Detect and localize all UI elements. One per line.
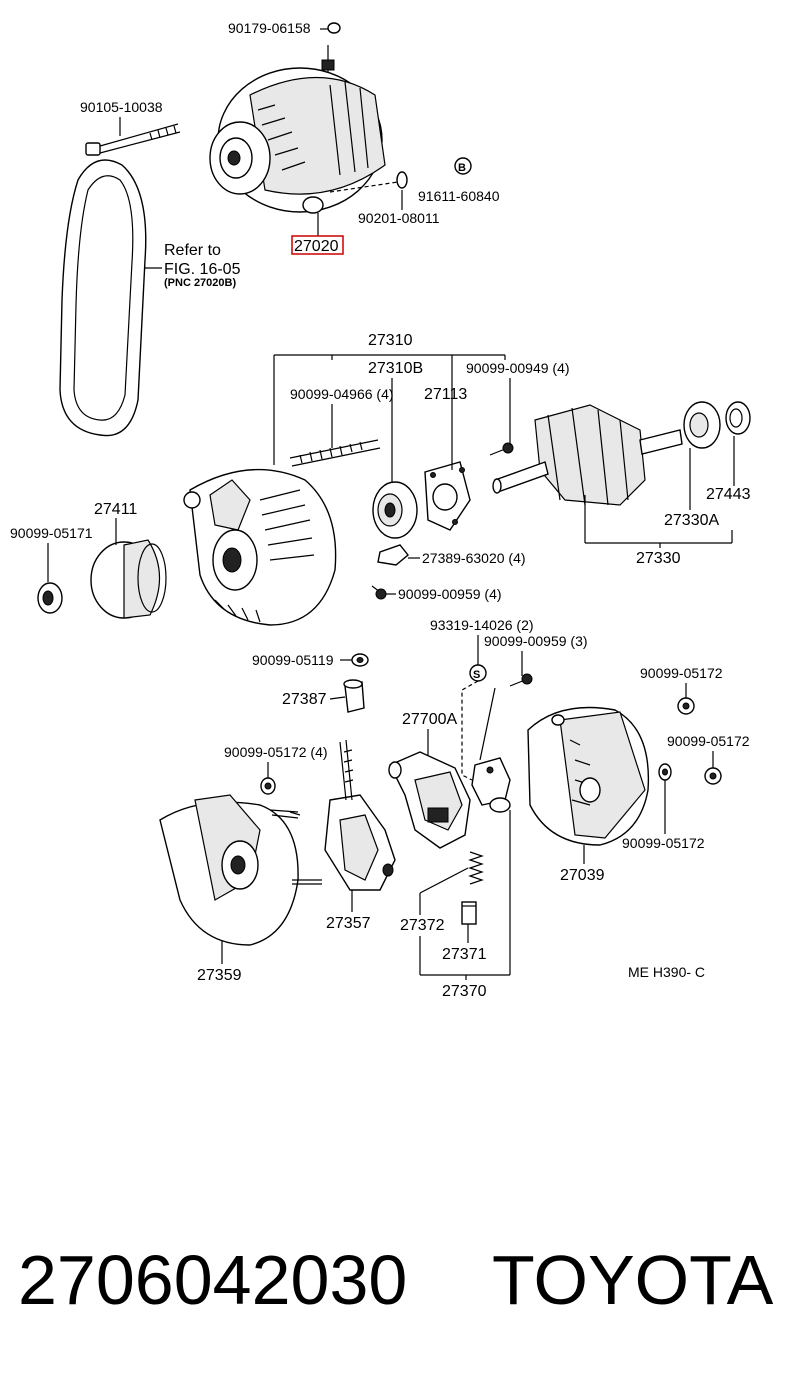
label-27039[interactable]: 27039 (560, 867, 605, 884)
washer-90201-drawing (329, 171, 408, 193)
label-90105-10038: 90105-10038 (80, 99, 163, 115)
label-27371[interactable]: 27371 (442, 946, 487, 963)
footer: 2706042030 TOYOTA (0, 1235, 792, 1325)
label-90099-05172c[interactable]: 90099-05172 (4) (224, 744, 328, 760)
bushing-27387-drawing (343, 679, 365, 713)
part-number: 2706042030 (18, 1241, 408, 1319)
marker-s-label: S (473, 669, 480, 681)
alternator-assembly-drawing (209, 67, 386, 214)
retainer-27113-drawing (424, 461, 471, 531)
rotor-27330-drawing (492, 404, 683, 506)
label-27020[interactable]: 27020 (294, 238, 339, 255)
label-90099-05171[interactable]: 90099-05171 (10, 525, 93, 541)
label-27359[interactable]: 27359 (197, 967, 242, 984)
refer-to-label: Refer to (164, 242, 221, 259)
regulator-27700a-drawing (388, 751, 471, 849)
label-90099-05172b[interactable]: 90099-05172 (667, 733, 750, 749)
rectifier-27357-drawing (324, 739, 396, 891)
label-90179-06158: 90179-06158 (228, 20, 311, 36)
highlight-box-27020 (291, 235, 344, 255)
insulator-27389-drawing (377, 544, 409, 566)
nut-90179-drawing (321, 22, 341, 72)
bearing-27330a-drawing (683, 401, 721, 449)
nut-90099-05172-drawing-d (658, 763, 672, 781)
marker-b-label: B (458, 162, 466, 174)
nut-90099-05172-drawing-b (704, 767, 722, 785)
label-90099-05119[interactable]: 90099-05119 (252, 652, 334, 668)
label-91611-60840: 91611-60840 (418, 188, 500, 204)
label-27113[interactable]: 27113 (424, 386, 467, 403)
rectifier-end-frame-27359-drawing (159, 794, 322, 946)
label-90099-04966[interactable]: 90099-04966 (4) (290, 386, 394, 402)
label-27310b[interactable]: 27310B (368, 360, 423, 377)
label-27357[interactable]: 27357 (326, 915, 371, 932)
label-90099-00949[interactable]: 90099-00949 (4) (466, 360, 570, 376)
rectifier-end-cover-27039-drawing (527, 706, 650, 846)
label-27700a[interactable]: 27700A (402, 711, 457, 728)
label-90099-05172d[interactable]: 90099-05172 (622, 835, 705, 851)
label-90099-00959a[interactable]: 90099-00959 (4) (398, 586, 502, 602)
label-27310[interactable]: 27310 (368, 332, 413, 349)
label-27411[interactable]: 27411 (94, 501, 137, 518)
label-27330a[interactable]: 27330A (664, 512, 719, 529)
label-27372[interactable]: 27372 (400, 917, 445, 934)
label-27443[interactable]: 27443 (706, 486, 751, 503)
label-90099-00959b[interactable]: 90099-00959 (3) (484, 633, 588, 649)
spring-27372-drawing (468, 851, 484, 885)
bolt-90105-drawing (85, 123, 181, 156)
label-27370[interactable]: 27370 (442, 983, 487, 1000)
brush-27371-drawing (461, 901, 477, 925)
label-27387[interactable]: 27387 (282, 691, 327, 708)
stud-bolt-90099-04966-drawing (289, 439, 381, 467)
label-90201-08011: 90201-08011 (358, 210, 440, 226)
nut-90099-05119-drawing (351, 653, 369, 667)
screw-90099-00959b-drawing (479, 673, 533, 761)
bearing-27310b-drawing (372, 481, 418, 539)
label-90099-05172a[interactable]: 90099-05172 (640, 665, 723, 681)
drive-end-frame-drawing (183, 468, 337, 626)
nut-90099-05172-drawing-a (677, 697, 695, 715)
v-belt-drawing (59, 159, 147, 437)
refer-fig-label[interactable]: FIG. 16-05 (164, 261, 241, 278)
pulley-27411-drawing (90, 539, 167, 619)
brush-holder-27370-drawing (471, 757, 511, 813)
brand-name: TOYOTA (492, 1241, 774, 1319)
label-27330[interactable]: 27330 (636, 550, 681, 567)
marker-b: B (454, 157, 472, 175)
screw-90099-00949-drawing (489, 442, 514, 456)
nut-90099-05171-drawing (37, 582, 63, 614)
label-93319-14026[interactable]: 93319-14026 (2) (430, 617, 534, 633)
marker-s: S (461, 664, 487, 781)
diagram-code: ME H390- C (628, 964, 705, 980)
refer-pnc-label: (PNC 27020B) (164, 277, 236, 289)
label-27389-63020[interactable]: 27389-63020 (4) (422, 550, 526, 566)
cover-27443-drawing (725, 401, 751, 435)
screw-90099-00959a-drawing (371, 585, 387, 600)
nut-90099-05172-drawing-c (260, 777, 276, 795)
